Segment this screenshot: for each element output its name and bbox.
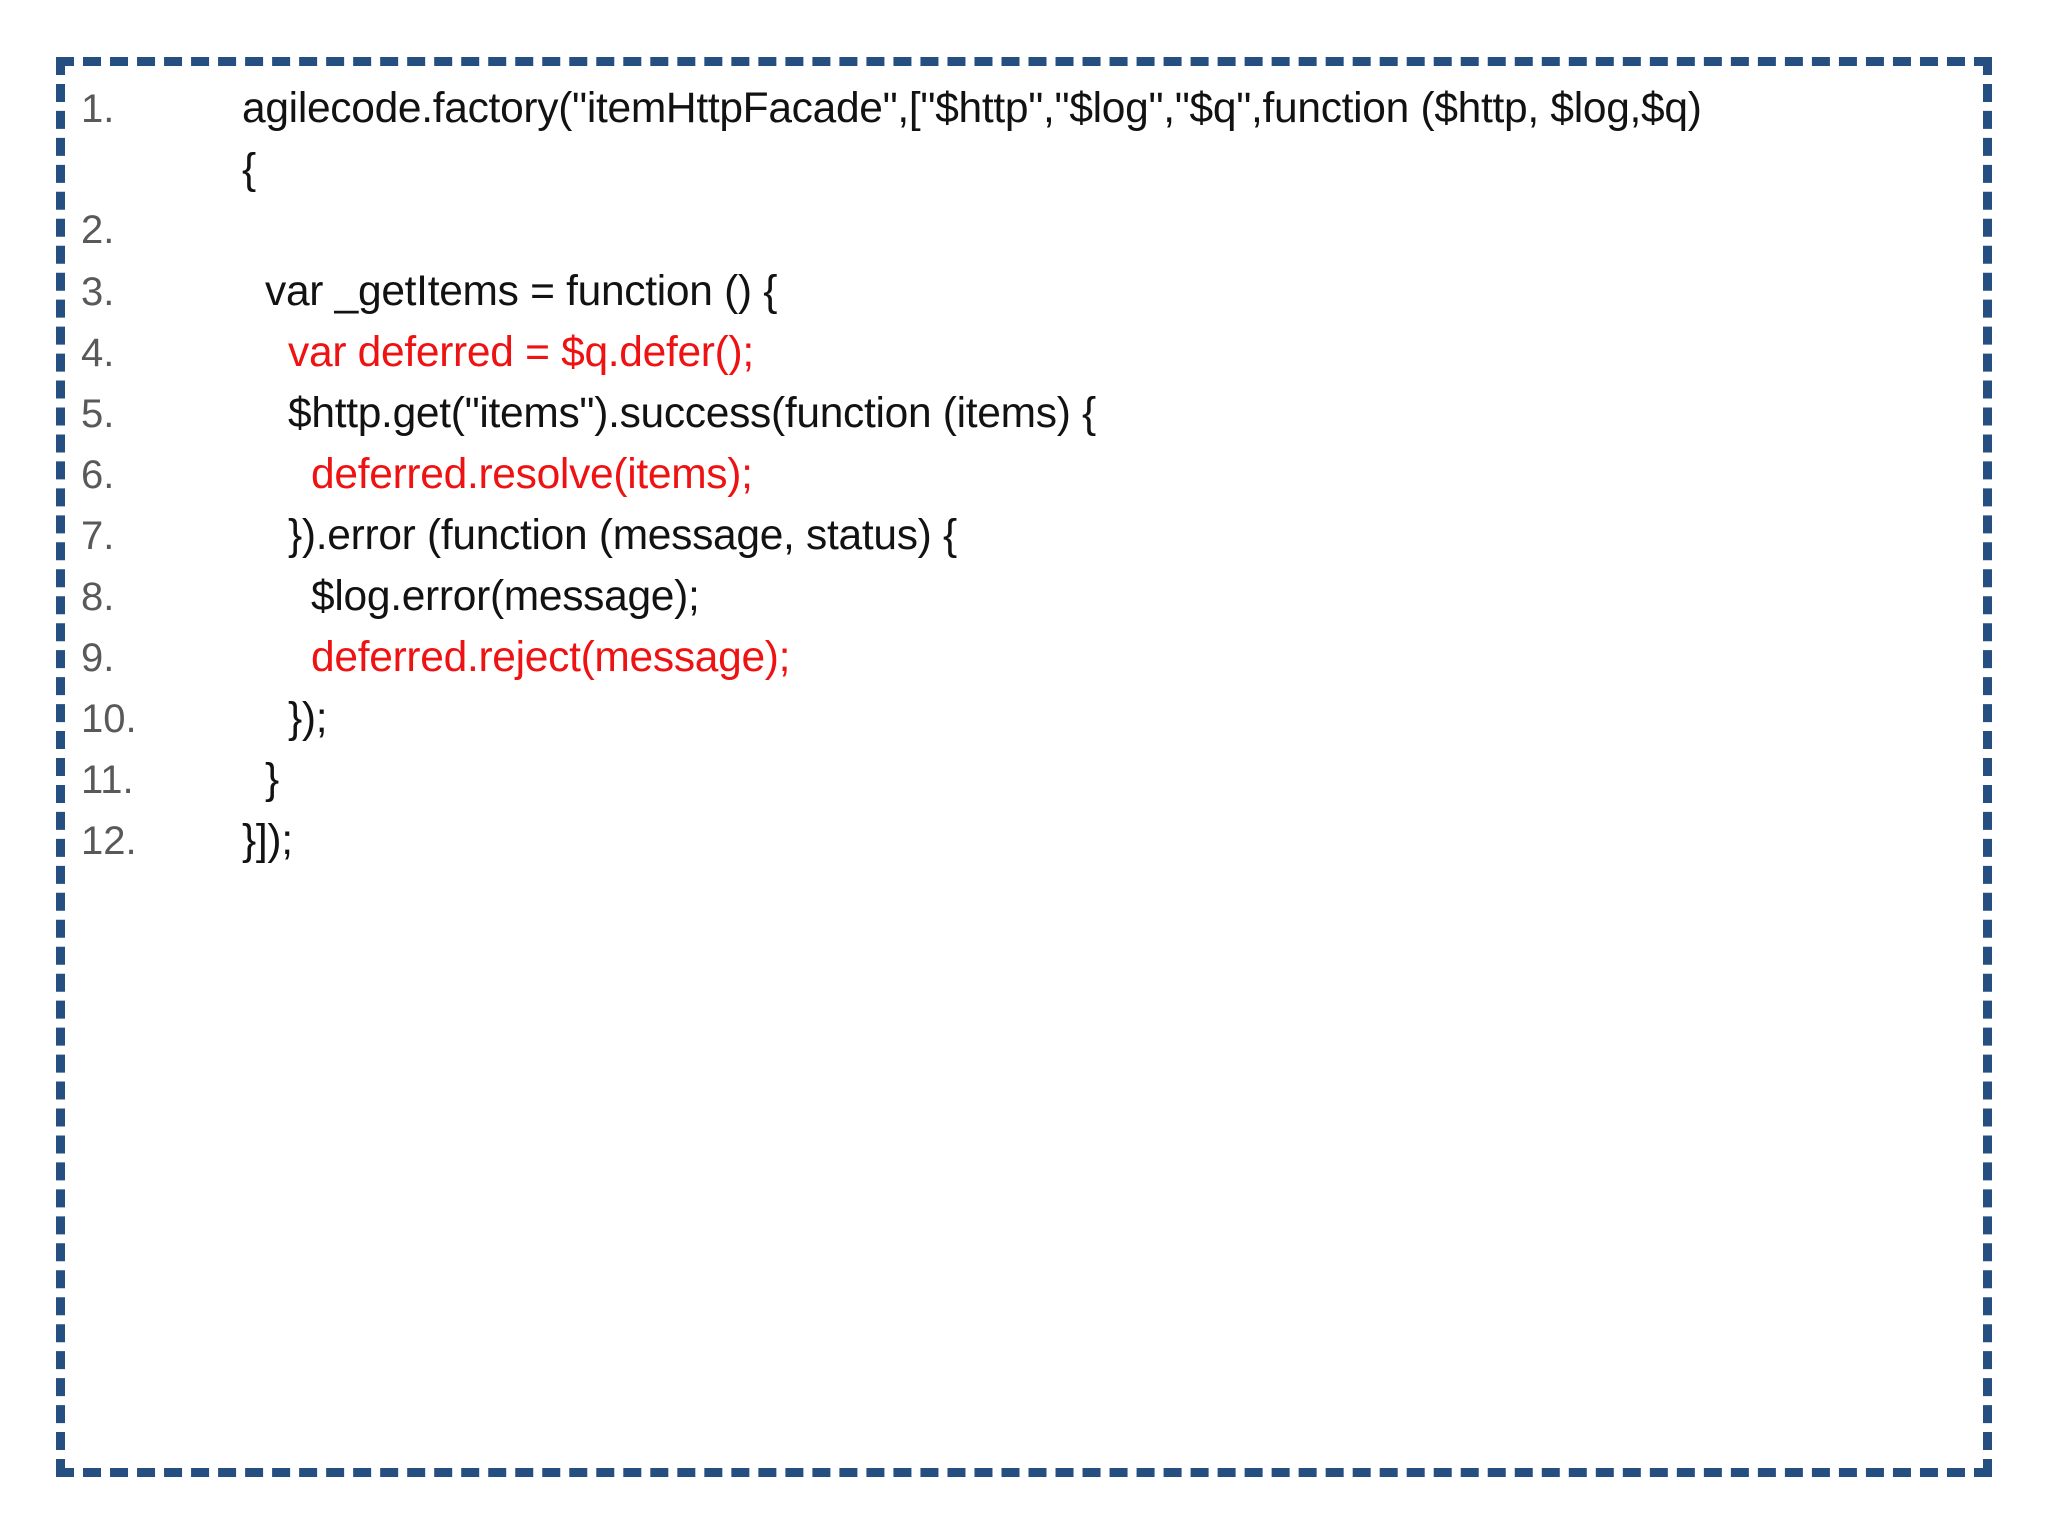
code-line: 10. }); (65, 688, 1983, 749)
line-number: 8. (81, 575, 115, 619)
line-number: 11. (81, 758, 134, 802)
code-line: 12. }]); (65, 810, 1983, 871)
code-line: 9. deferred.reject(message); (65, 627, 1983, 688)
line-number: 10. (81, 697, 137, 741)
line-text: }]); (242, 817, 293, 864)
line-number: 7. (81, 514, 115, 558)
line-number: 5. (81, 392, 115, 436)
code-line: 3. var _getItems = function () { (65, 261, 1983, 322)
line-number: 12. (81, 819, 137, 863)
code-line: 5. $http.get("items").success(function (… (65, 383, 1983, 444)
line-text: var deferred = $q.defer(); (242, 329, 754, 376)
line-text: agilecode.factory("itemHttpFacade",["$ht… (242, 85, 1702, 132)
line-number: 2. (81, 208, 115, 252)
line-number: 3. (81, 270, 115, 314)
code-line: 6. deferred.resolve(items); (65, 444, 1983, 505)
code-line: 4. var deferred = $q.defer(); (65, 322, 1983, 383)
code-listing: 1. agilecode.factory("itemHttpFacade",["… (65, 66, 1983, 871)
line-text: { (242, 146, 256, 193)
line-text: }); (242, 695, 328, 742)
code-line: 7. }).error (function (message, status) … (65, 505, 1983, 566)
code-line: 2. (65, 200, 1983, 261)
line-text: deferred.reject(message); (242, 634, 791, 681)
code-line: { (65, 139, 1983, 200)
line-number: 9. (81, 636, 115, 680)
code-line: 1. agilecode.factory("itemHttpFacade",["… (65, 78, 1983, 139)
line-number: 1. (81, 87, 115, 131)
line-text: } (242, 756, 279, 803)
code-line: 11. } (65, 749, 1983, 810)
line-text: var _getItems = function () { (242, 268, 778, 315)
line-number: 6. (81, 453, 115, 497)
line-text: deferred.resolve(items); (242, 451, 753, 498)
line-number: 4. (81, 331, 115, 375)
code-line: 8. $log.error(message); (65, 566, 1983, 627)
line-text: }).error (function (message, status) { (242, 512, 957, 559)
line-text: $http.get("items").success(function (ite… (242, 390, 1096, 437)
line-text: $log.error(message); (242, 573, 700, 620)
dashed-code-box: 1. agilecode.factory("itemHttpFacade",["… (56, 57, 1992, 1477)
